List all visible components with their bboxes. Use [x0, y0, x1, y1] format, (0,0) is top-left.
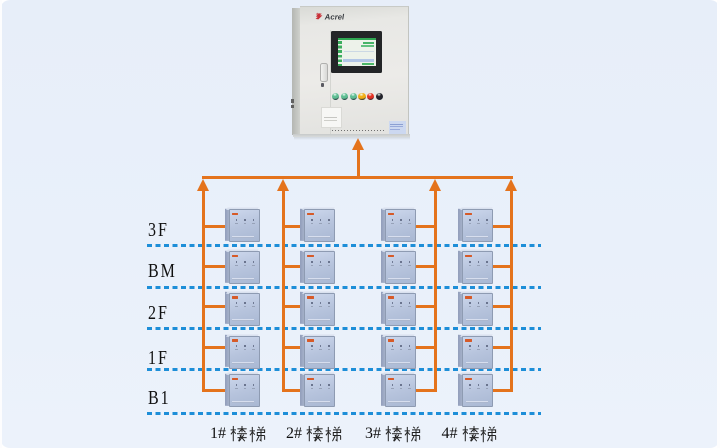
svg-text:Acrel: Acrel — [324, 13, 345, 22]
